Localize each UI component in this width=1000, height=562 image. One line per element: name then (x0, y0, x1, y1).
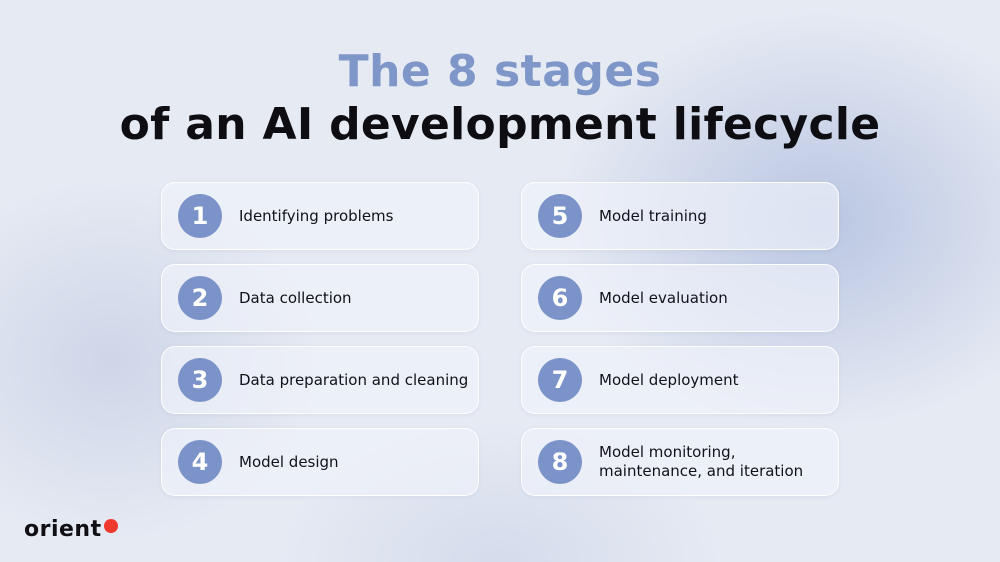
stage-label: Data preparation and cleaning (239, 370, 469, 389)
logo-dot-icon (103, 519, 118, 533)
stage-label: Model monitoring, maintenance, and itera… (599, 443, 804, 480)
stage-card-1: 1 Identifying problems (161, 182, 479, 250)
title-line-1: The 8 stages (338, 46, 662, 97)
stage-label: Identifying problems (239, 206, 394, 225)
stage-number-badge: 2 (178, 276, 222, 320)
stage-card-7: 7 Model deployment (521, 346, 839, 414)
stage-label: Data collection (239, 288, 352, 307)
stage-label: Model evaluation (599, 288, 728, 307)
stage-number-badge: 8 (538, 440, 582, 484)
stage-label: Model training (599, 206, 707, 225)
stage-card-6: 6 Model evaluation (521, 264, 839, 332)
stage-card-2: 2 Data collection (161, 264, 479, 332)
logo-text: orient (24, 517, 102, 542)
stage-number-badge: 5 (538, 194, 582, 238)
stage-number-badge: 3 (178, 358, 222, 402)
stage-card-4: 4 Model design (161, 428, 479, 496)
stage-number-badge: 4 (178, 440, 222, 484)
stage-card-3: 3 Data preparation and cleaning (161, 346, 479, 414)
stage-number-badge: 6 (538, 276, 582, 320)
brand-logo: orient (24, 517, 118, 543)
stage-label: Model deployment (599, 370, 739, 389)
stage-number-badge: 7 (538, 358, 582, 402)
stage-number-badge: 1 (178, 194, 222, 238)
stage-card-5: 5 Model training (521, 182, 839, 250)
stage-label: Model design (239, 452, 339, 471)
title-line-2: of an AI development lifecycle (119, 99, 881, 150)
stage-card-8: 8 Model monitoring, maintenance, and ite… (521, 428, 839, 496)
